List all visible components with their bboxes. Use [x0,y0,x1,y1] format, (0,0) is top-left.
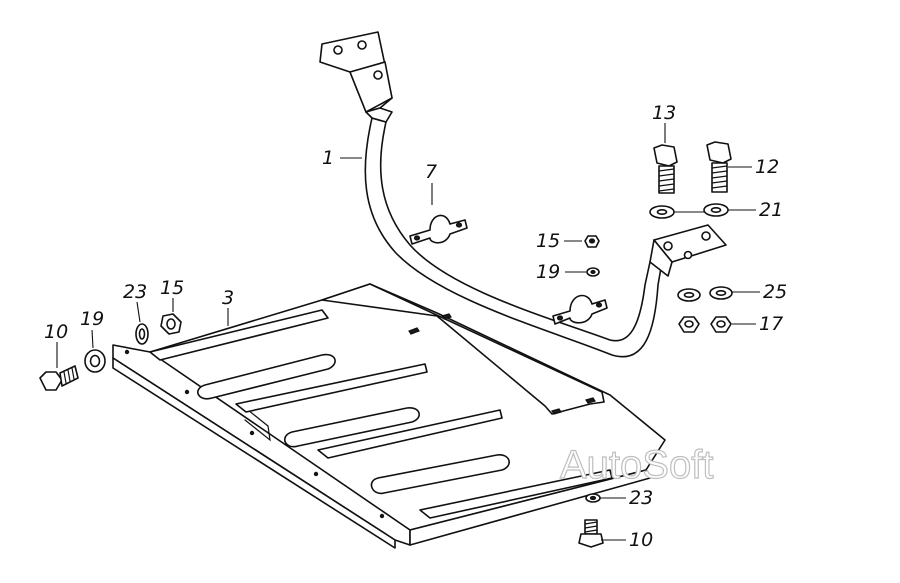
clamp-upper [409,214,468,245]
nut-15-middle [584,235,600,248]
bolt-10-bottom [578,519,604,548]
callout-23-bottom: 23 [629,487,653,509]
washers-21 [649,203,729,219]
bolt-12 [706,141,732,193]
bolt-13 [653,144,678,194]
clamp-lower [552,294,608,325]
callout-10-bottom: 10 [629,529,653,551]
bolt-10-left [39,365,79,391]
nut-15-left [160,313,182,335]
tubular-bracket [319,31,727,358]
washer-19-left [84,349,106,373]
callout-25: 25 [763,281,787,303]
callout-21: 21 [759,199,783,221]
watermark: AutoSoft [560,443,713,487]
washers-25 [677,286,733,302]
callout-19-left: 19 [80,308,104,330]
skid-plate [112,283,666,549]
nuts-17 [678,316,732,333]
callout-15-left: 15 [160,277,184,299]
callout-23-left: 23 [123,281,147,303]
callout-1: 1 [322,147,334,169]
leader-lines [56,123,760,541]
washer-23-left [135,323,149,345]
washer-23-bottom [585,493,601,503]
callout-3: 3 [222,287,234,309]
callout-13: 13 [652,102,676,124]
callout-labels: 1 7 3 15 23 19 10 15 19 13 12 21 25 17 2… [44,102,787,551]
callout-10-left: 10 [44,321,68,343]
washer-19-middle [586,267,600,277]
callout-12: 12 [755,156,779,178]
callout-7: 7 [425,161,437,183]
callout-15-middle: 15 [536,230,560,252]
callout-17: 17 [759,313,783,335]
callout-19-middle: 19 [536,261,560,283]
